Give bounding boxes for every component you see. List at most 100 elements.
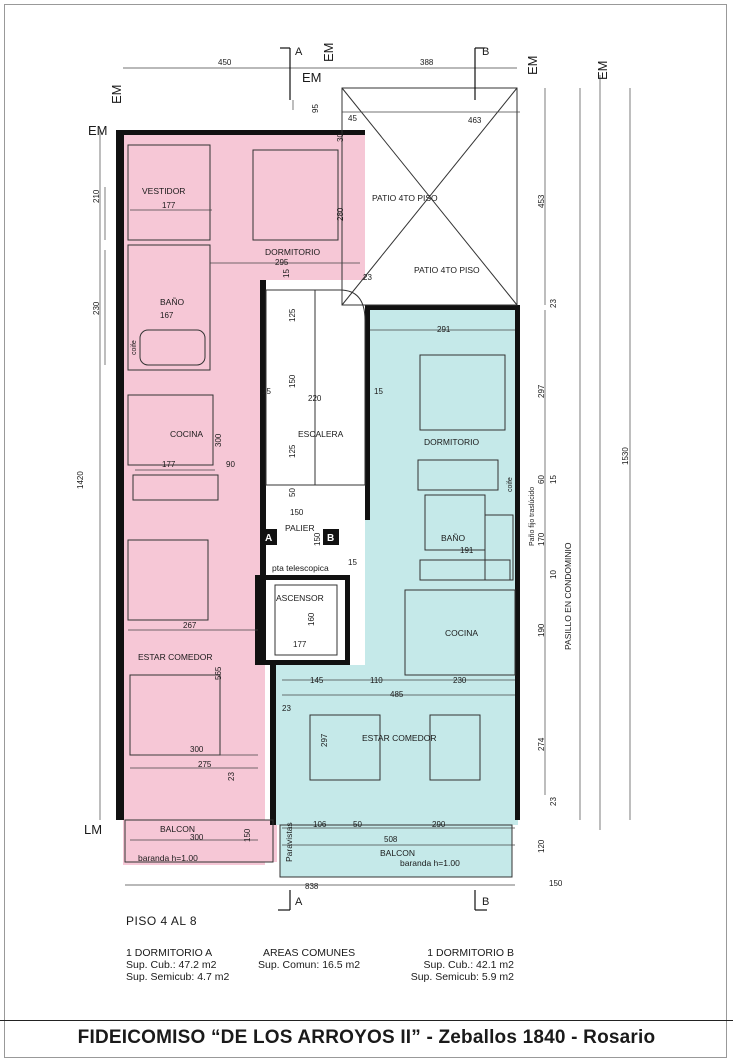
dim-label: 170: [537, 532, 546, 546]
dim-label: 15: [282, 269, 291, 278]
dim-label: 23: [282, 704, 291, 713]
section-a-top: A: [295, 46, 303, 58]
unit-a-cub: Sup. Cub.: 47.2 m2: [126, 959, 217, 971]
dim-label: 150: [549, 879, 563, 888]
dim-label: 15: [374, 387, 383, 396]
dim-label: 45: [348, 114, 357, 123]
floor-label: PISO 4 AL 8: [126, 914, 198, 928]
common-sup: Sup. Comun: 16.5 m2: [258, 959, 361, 971]
unit-b-cub: Sup. Cub.: 42.1 m2: [423, 959, 514, 971]
unit-b-info: 1 DORMITORIO B Sup. Cub.: 42.1 m2 Sup. S…: [402, 947, 514, 983]
room-estar-a: ESTAR COMEDOR: [138, 652, 212, 662]
dim-label: 30: [336, 133, 345, 142]
dim-label: 508: [384, 835, 398, 844]
floor-plan: A B EM EM EM EM EM EM LM A B A B VESTIDO…: [76, 43, 631, 911]
dim-label: 230: [453, 676, 467, 685]
dim-label: 125: [288, 444, 297, 458]
dim-label: 177: [162, 460, 176, 469]
em-marker-left: EM: [88, 123, 108, 138]
dim-label: 463: [468, 116, 482, 125]
dim-label: 60: [537, 475, 546, 484]
dim-label: 290: [432, 820, 446, 829]
dim-label: 220: [308, 394, 322, 403]
dim-label: 191: [460, 546, 474, 555]
dim-label: 150: [290, 508, 304, 517]
dim-label: 210: [92, 189, 101, 203]
dim-label: 90: [226, 460, 235, 469]
em-marker-right-1: EM: [525, 56, 540, 76]
coife-a: coife: [131, 340, 138, 355]
dim-label: 150: [313, 532, 322, 546]
dim-label: 1530: [621, 447, 630, 465]
dim-label: 450: [218, 58, 232, 67]
room-ascensor: ASCENSOR: [276, 593, 324, 603]
dim-label: 388: [420, 58, 434, 67]
dim-label: 145: [310, 676, 324, 685]
unit-a-info: 1 DORMITORIO A Sup. Cub.: 47.2 m2 Sup. S…: [126, 947, 229, 983]
dim-label: 177: [293, 640, 307, 649]
palier-marker-a-box: [261, 529, 277, 545]
room-balcon-a: BALCON: [160, 824, 195, 834]
dim-label: 297: [537, 384, 546, 398]
em-marker-left-rotated: EM: [109, 85, 124, 105]
dim-label: 95: [311, 104, 320, 113]
room-dormitorio-b: DORMITORIO: [424, 437, 479, 447]
dim-label: 838: [305, 882, 319, 891]
pano-fijo: Paño fijo traslúcido: [529, 487, 536, 546]
coife-b: coife: [507, 477, 514, 492]
interior-lines: [124, 87, 518, 878]
dim-label: 23: [549, 299, 558, 308]
dim-label: 110: [370, 676, 383, 685]
section-marker-lines: [278, 47, 487, 911]
baranda-b: baranda h=1.00: [400, 858, 460, 868]
room-palier: PALIER: [285, 523, 315, 533]
pta-telescopica: pta telescopica: [272, 563, 329, 573]
dim-label: 167: [160, 311, 174, 320]
pasillo-condominio: PASILLO EN CONDOMINIO: [563, 542, 573, 650]
dim-label: 10: [549, 570, 558, 579]
footer-title: FIDEICOMISO “DE LOS ARROYOS II” - Zeball…: [77, 1027, 656, 1048]
room-escalera: ESCALERA: [298, 429, 344, 439]
lm-marker: LM: [84, 822, 102, 837]
paravistas: Paravistas: [284, 822, 294, 862]
walls: [116, 130, 520, 825]
room-bano-b: BAÑO: [441, 533, 465, 543]
dim-label: 106: [313, 820, 327, 829]
room-vestidor: VESTIDOR: [142, 186, 185, 196]
dim-label: 230: [92, 301, 101, 315]
unit-b-lower-area: [275, 665, 518, 825]
dim-label: 485: [390, 690, 404, 699]
section-b-bottom: B: [482, 896, 489, 908]
dim-label: 120: [537, 839, 546, 853]
palier-marker-b-box: [323, 529, 339, 545]
dimension-labels: 450 388 95 463 45 30 453 210 177 280 295…: [76, 58, 630, 891]
unit-a-balcon-area: [125, 820, 277, 862]
unit-b-semi: Sup. Semicub: 5.9 m2: [410, 971, 514, 983]
unit-a-semi: Sup. Semicub: 4.7 m2: [126, 971, 230, 983]
room-estar-b: ESTAR COMEDOR: [362, 733, 436, 743]
dim-label: 150: [288, 374, 297, 388]
dim-label: 150: [243, 828, 252, 842]
dim-label: 300: [190, 833, 204, 842]
room-cocina-a: COCINA: [170, 429, 203, 439]
dim-label: 23: [549, 797, 558, 806]
dim-label: 565: [214, 666, 223, 680]
dim-label: 190: [537, 623, 546, 637]
dim-label: 274: [537, 737, 546, 751]
dim-label: 125: [288, 308, 297, 322]
dim-label: 50: [353, 820, 362, 829]
common-title: AREAS COMUNES: [262, 947, 356, 959]
dim-label: 160: [307, 612, 316, 626]
unit-a-upper-area: [265, 135, 365, 280]
room-patio-2: PATIO 4TO PISO: [414, 265, 480, 275]
dim-label: 280: [336, 207, 345, 221]
dimension-lines: [99, 67, 631, 886]
unit-b-title: 1 DORMITORIO B: [427, 947, 514, 959]
sheet-border: [4, 4, 727, 1058]
section-b-top: B: [482, 46, 489, 58]
dim-label: 267: [183, 621, 197, 630]
footer-divider: [0, 1020, 733, 1021]
room-dormitorio-a: DORMITORIO: [265, 247, 320, 257]
room-cocina-b: COCINA: [445, 628, 478, 638]
dim-label: 291: [437, 325, 451, 334]
